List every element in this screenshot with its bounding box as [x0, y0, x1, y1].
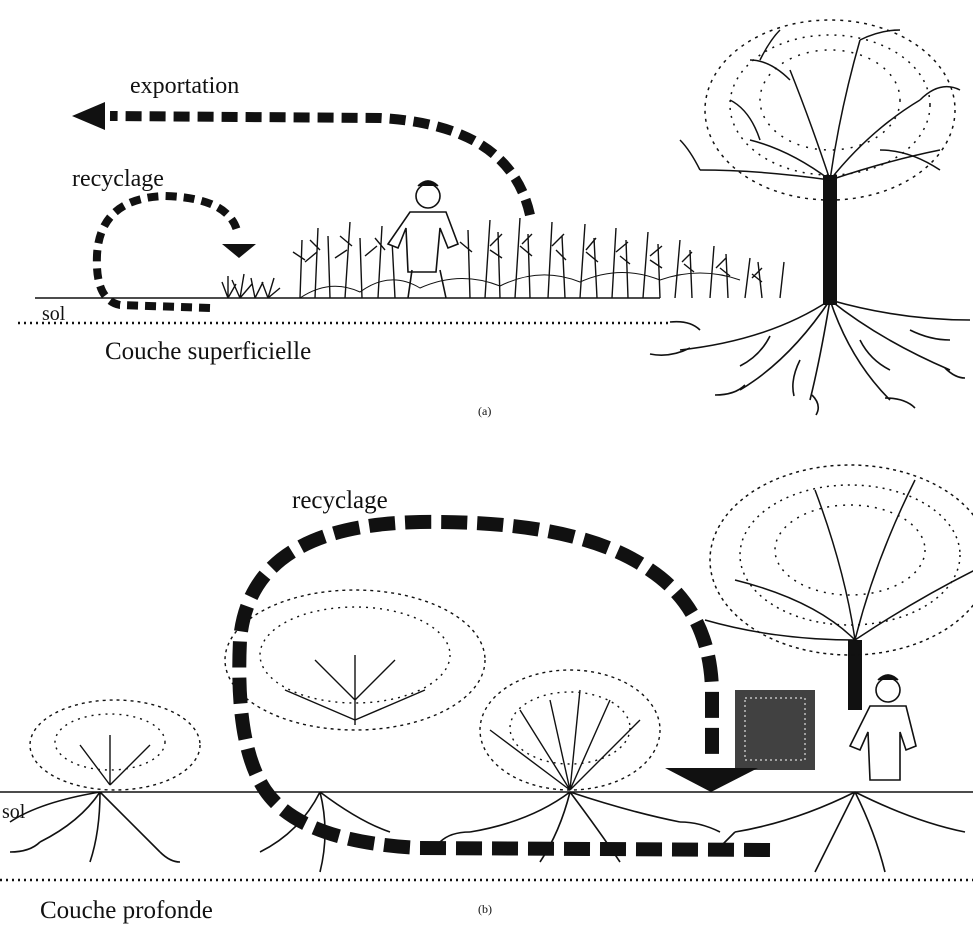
tree-b	[705, 465, 973, 710]
tree-roots-a	[650, 300, 970, 415]
recyclage-arrowhead-a	[222, 244, 256, 258]
tree-a	[650, 20, 970, 415]
crop-field	[293, 218, 784, 298]
label-recyclage-b: recyclage	[292, 487, 388, 514]
recyclage-loop-a	[97, 196, 238, 308]
roots-b	[10, 792, 965, 872]
label-surface-layer: Couche superficielle	[105, 338, 311, 365]
tree-crown-b	[705, 465, 973, 655]
tree-trunk-b	[848, 640, 862, 710]
label-exportation: exportation	[130, 73, 239, 99]
panel-a: exportation recyclage sol Couche superfi…	[18, 20, 970, 418]
shrubs	[30, 590, 660, 790]
caption-b: (b)	[478, 902, 492, 916]
label-sol-a: sol	[42, 303, 66, 325]
tree-crown-a	[680, 20, 960, 200]
seedlings	[222, 274, 280, 298]
label-sol-b: sol	[2, 801, 26, 823]
panel-b: recyclage sol Couche profonde (b)	[0, 465, 973, 924]
dense-shrub	[735, 690, 815, 770]
caption-a: (a)	[478, 404, 491, 418]
exportation-arrowhead	[72, 102, 105, 130]
tree-trunk-a	[823, 175, 837, 305]
label-recyclage-a: recyclage	[72, 166, 164, 192]
recyclage-arrowhead-b	[665, 768, 758, 792]
recyclage-loop-b	[239, 522, 770, 850]
label-deep-layer: Couche profonde	[40, 897, 213, 924]
